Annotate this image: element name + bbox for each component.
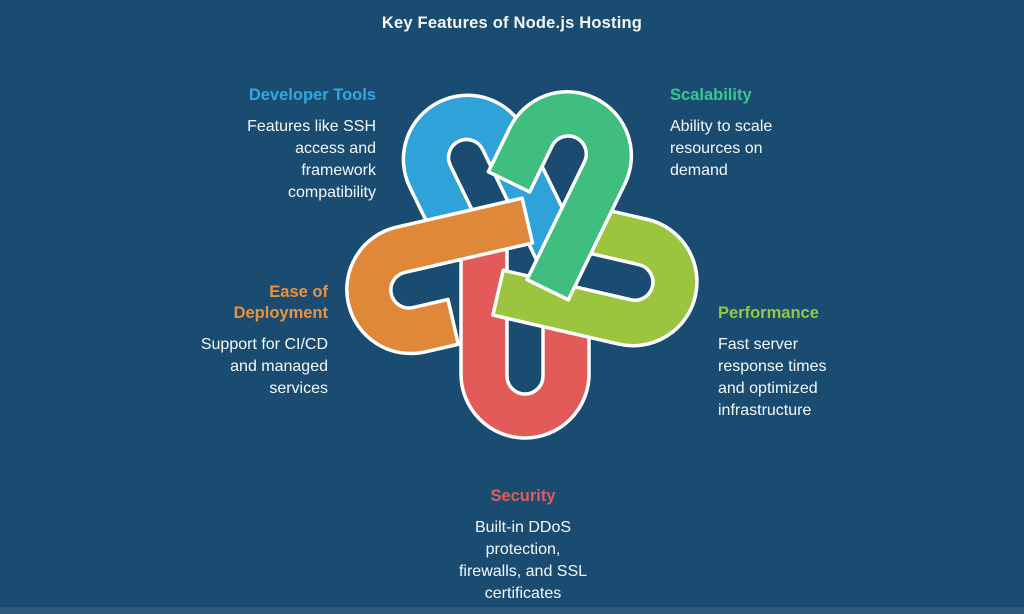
knot-loop-performance xyxy=(491,206,699,348)
feature-description-security: Built-in DDoS protection, firewalls, and… xyxy=(458,519,588,602)
knot-loop-security xyxy=(459,243,591,440)
feature-heading-security: Security xyxy=(490,487,556,505)
feature-block-security: Security Built-in DDoS protection, firew… xyxy=(406,486,640,605)
feature-description-performance: Fast server response times and optimized… xyxy=(718,336,827,419)
feature-block-developer-tools: Developer Tools Features like SSH access… xyxy=(196,85,376,204)
feature-description-ease-of-deployment: Support for CI/CD and managed services xyxy=(200,336,328,397)
knot-loop-ease-of-deployment xyxy=(345,196,535,356)
bottom-accent-strip xyxy=(0,607,1024,614)
page-title: Key Features of Node.js Hosting xyxy=(381,14,643,32)
feature-description-scalability: Ability to scale resources on demand xyxy=(670,118,773,179)
feature-heading-ease-of-deployment: Ease of Deployment xyxy=(233,283,328,322)
knot-loop-scalability xyxy=(486,90,634,302)
feature-description-developer-tools: Features like SSH access and framework c… xyxy=(247,118,376,201)
feature-block-performance: Performance Fast server response times a… xyxy=(718,303,888,422)
feature-heading-developer-tools: Developer Tools xyxy=(248,86,376,104)
feature-heading-scalability: Scalability xyxy=(670,86,752,104)
knot-loop-developer-tools xyxy=(401,93,584,270)
feature-block-scalability: Scalability Ability to scale resources o… xyxy=(670,85,840,182)
feature-heading-performance: Performance xyxy=(718,304,819,322)
feature-block-ease-of-deployment: Ease of Deployment Support for CI/CD and… xyxy=(148,282,328,400)
